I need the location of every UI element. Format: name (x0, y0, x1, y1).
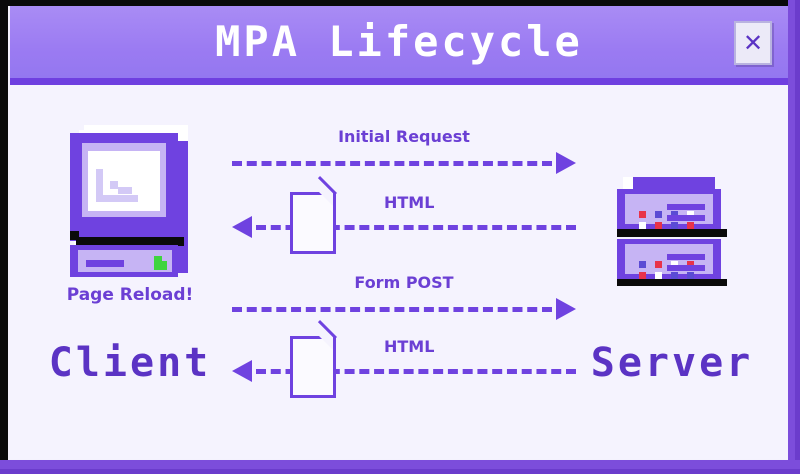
window-border-bottom-shadow (0, 469, 800, 474)
arrow-right-icon (556, 152, 576, 174)
document-icon (290, 176, 337, 254)
computer-screen-icon (88, 151, 160, 211)
arrow-left-icon (232, 360, 252, 382)
window-border-top (0, 0, 800, 6)
retro-computer-icon (70, 125, 190, 277)
dashed-line (232, 161, 552, 166)
client-label: Client (48, 340, 212, 386)
page-reload-status: Page Reload! (66, 285, 194, 305)
dashed-line (256, 225, 576, 230)
title-bar-underline (10, 78, 788, 85)
dashed-line (232, 307, 552, 312)
flow-html-response-1: HTML (232, 176, 576, 254)
arrow-right-icon (556, 298, 576, 320)
dashed-line (256, 369, 576, 374)
server-bars-top (667, 204, 705, 226)
server-unit-top (617, 189, 721, 229)
document-icon (290, 320, 337, 398)
server-label: Server (590, 340, 754, 386)
close-button[interactable]: ✕ (734, 21, 772, 65)
title-bar[interactable]: MPA Lifecycle ✕ (10, 6, 788, 78)
window-border-right-shadow (795, 0, 800, 474)
server-group (578, 177, 758, 289)
flow-form-post: Form POST (232, 273, 576, 320)
arrow-left-icon (232, 216, 252, 238)
flow-label: Initial Request (338, 127, 470, 146)
diagram-canvas: Page Reload! Client (10, 85, 788, 459)
window-border-left (0, 0, 8, 474)
flow-label: HTML (384, 337, 435, 356)
flow-initial-request: Initial Request (232, 127, 576, 174)
server-unit-bottom (617, 239, 721, 279)
floppy-disk-icon (154, 256, 167, 270)
server-bars-bottom (667, 254, 705, 276)
server-leds-top (639, 203, 698, 229)
server-leds-bottom (639, 253, 698, 279)
window-title: MPA Lifecycle (215, 17, 583, 66)
flow-label: HTML (384, 193, 435, 212)
flow-label: Form POST (354, 273, 454, 292)
client-group: Page Reload! (40, 125, 220, 305)
server-rack-icon (603, 177, 733, 289)
close-icon: ✕ (742, 29, 764, 57)
flow-html-response-2: HTML (232, 320, 576, 398)
